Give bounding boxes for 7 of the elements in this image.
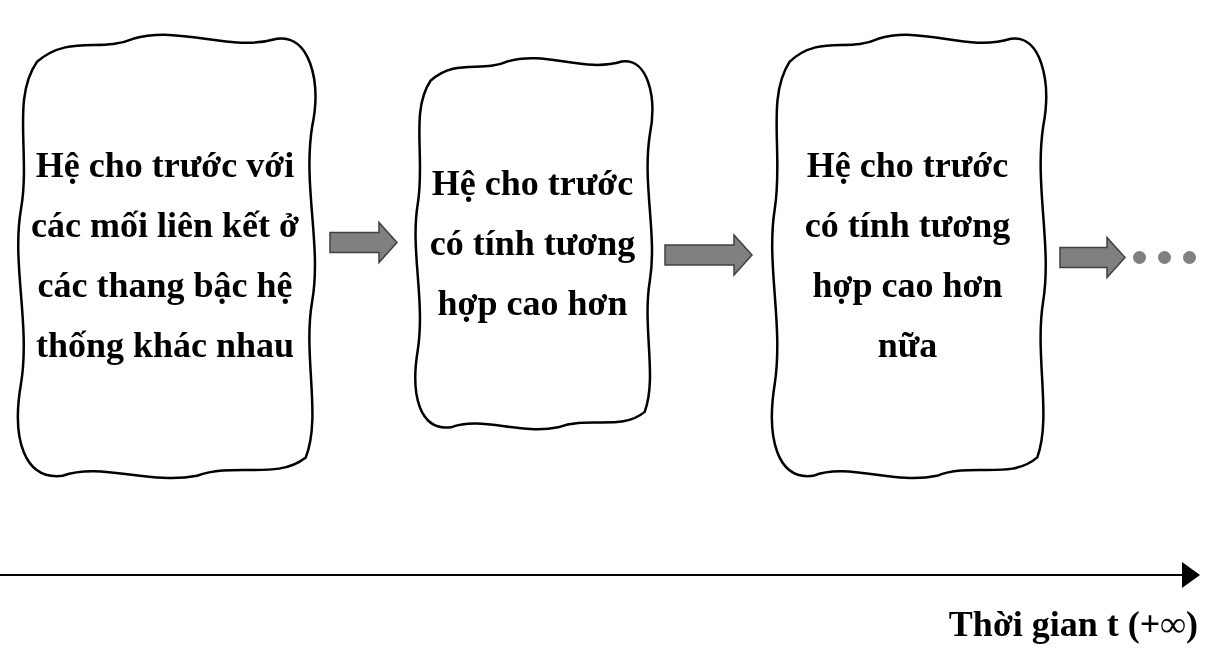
block-arrow (329, 220, 398, 265)
node-text: Hệ cho trước có tính tương hợp cao hơn nữa (803, 144, 1012, 367)
node-text: Hệ cho trước với các mối liên kết ở các thang bậc hệ thống khác nhau (30, 144, 300, 367)
axis-label: Thời gian t (+∞) (948, 603, 1198, 646)
block-arrow (1059, 235, 1126, 280)
node-text: Hệ cho trước có tính tương hợp cao hơn (428, 161, 637, 325)
block-arrow (664, 233, 753, 277)
